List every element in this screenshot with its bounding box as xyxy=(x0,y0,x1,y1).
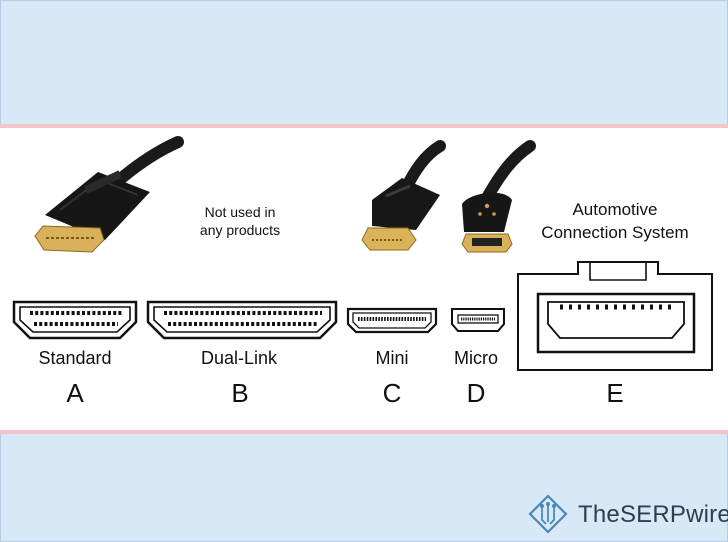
micro-socket-icon xyxy=(452,309,504,331)
letter-c: C xyxy=(377,378,407,409)
standard-cable-icon xyxy=(35,142,178,252)
dual-link-socket-icon xyxy=(148,302,336,338)
label-micro: Micro xyxy=(446,348,506,369)
letter-b: B xyxy=(225,378,255,409)
letter-a: A xyxy=(60,378,90,409)
automotive-line-2: Connection System xyxy=(520,221,710,244)
automotive-heading: Automotive Connection System xyxy=(520,198,710,244)
note-line-1: Not used in xyxy=(180,203,300,221)
letter-e: E xyxy=(600,378,630,409)
not-used-note: Not used in any products xyxy=(180,203,300,239)
note-line-2: any products xyxy=(180,221,300,239)
standard-socket-icon xyxy=(14,302,136,338)
letter-d: D xyxy=(461,378,491,409)
circuit-logo-icon xyxy=(530,496,566,532)
mini-cable-icon xyxy=(362,146,440,250)
label-standard: Standard xyxy=(20,348,130,369)
automotive-socket-icon xyxy=(518,262,712,370)
label-dual-link: Dual-Link xyxy=(184,348,294,369)
brand-text: TheSERPwire xyxy=(578,501,728,529)
label-mini: Mini xyxy=(355,348,429,369)
brand-watermark: TheSERPwire xyxy=(572,496,728,534)
automotive-line-1: Automotive xyxy=(520,198,710,221)
mini-socket-icon xyxy=(348,309,436,332)
